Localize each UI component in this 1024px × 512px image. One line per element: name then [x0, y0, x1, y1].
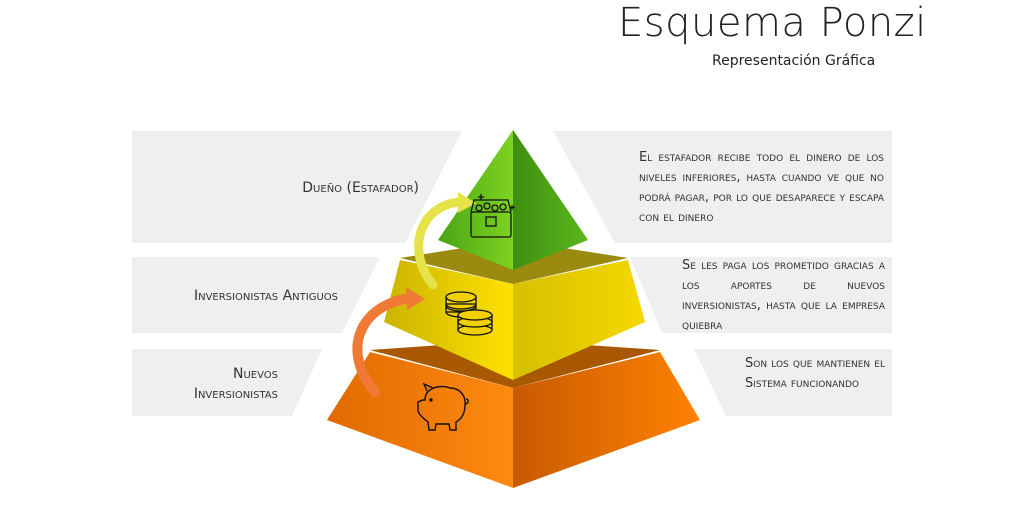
level-description-old-investors: Se les paga los prometido gracias a los …	[682, 258, 885, 333]
level-label-owner: Dueño (Estafador)	[302, 180, 419, 196]
panel-right-bottom	[694, 349, 892, 416]
level-label-old-investors: Inversionistas Antiguos	[193, 288, 338, 304]
piggy-bank-icon	[417, 382, 469, 431]
arrow-yellow-icon	[414, 192, 476, 290]
level-description-owner: El estafador recibe todo el dinero de lo…	[639, 150, 884, 225]
level-description-new-investors: Son los que mantienen el Sistema funcion…	[745, 356, 885, 391]
panel-right-top	[553, 131, 892, 243]
coins-icon	[445, 291, 493, 336]
level-label-new-investors: Nuevos Inversionistas	[193, 366, 278, 402]
page-subtitle: Representación Gráfica	[712, 53, 876, 69]
panel-left-middle	[132, 257, 380, 333]
panel-left-bottom	[132, 349, 322, 416]
panel-left-top	[132, 131, 462, 243]
arrow-orange-icon	[352, 287, 425, 397]
treasure-chest-icon	[470, 194, 515, 238]
page-title: Esquema Ponzi	[618, 0, 927, 46]
pyramid-tier-middle	[384, 240, 645, 380]
panel-right-middle	[630, 257, 892, 333]
